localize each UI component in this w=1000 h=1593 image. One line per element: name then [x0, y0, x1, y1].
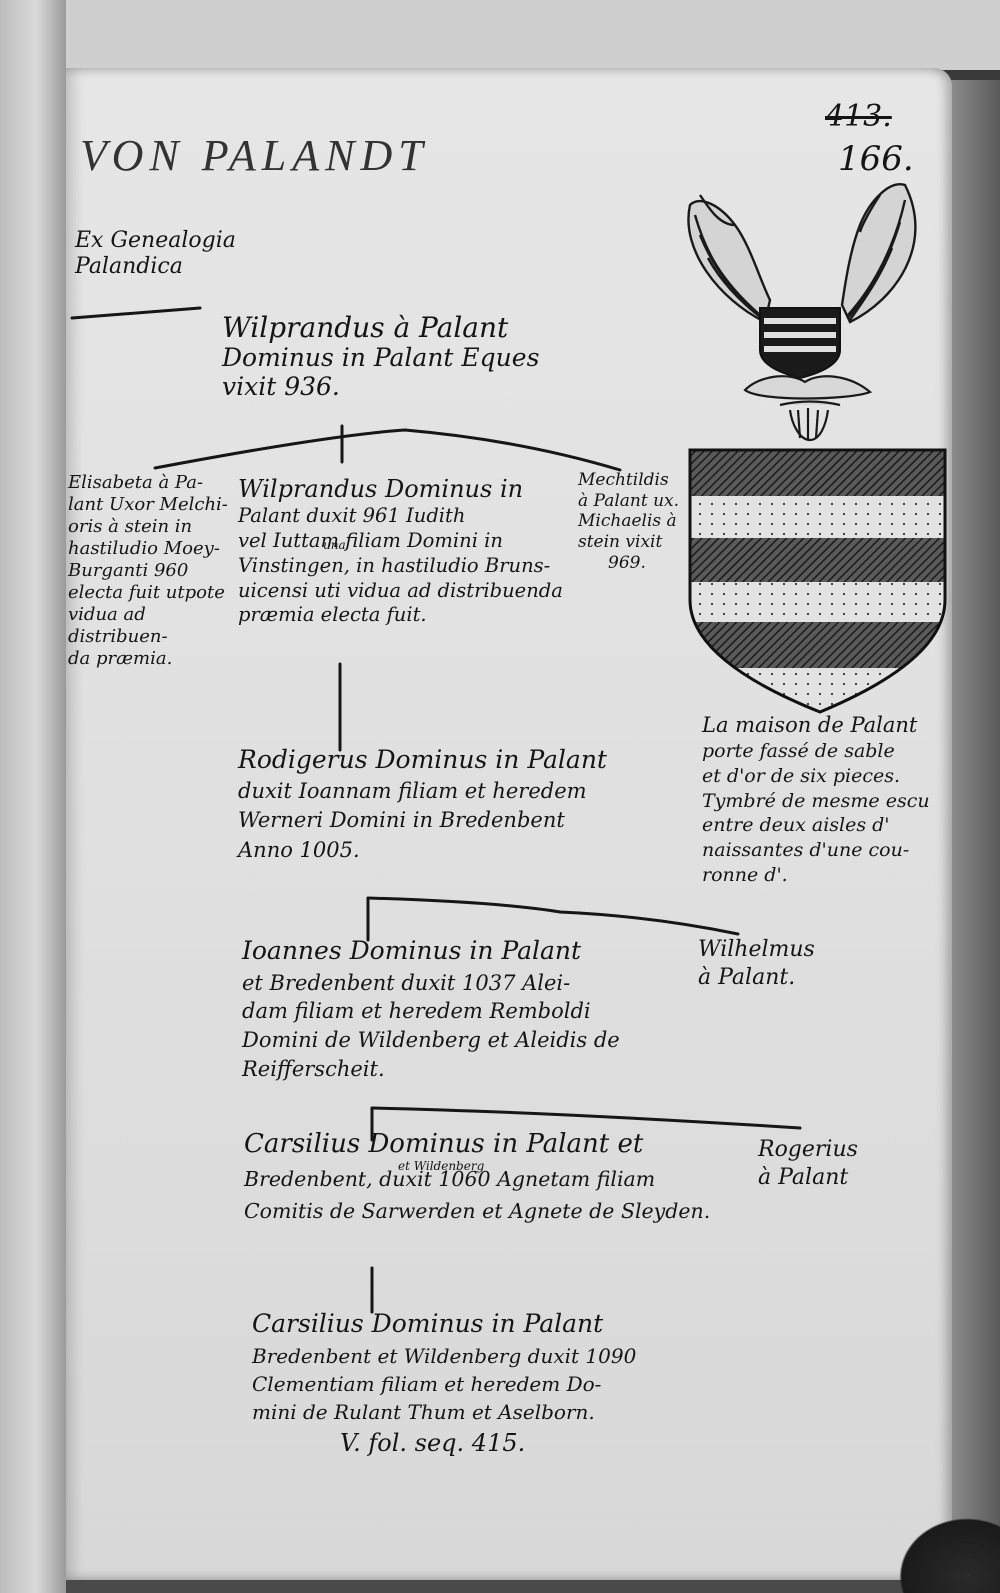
blazon-line: La maison de Palant — [702, 713, 918, 737]
entry-line: Rodigerus Dominus in Palant — [238, 745, 607, 774]
entry-line: duxit Ioannam filiam et heredem — [238, 779, 587, 803]
blazon-line: porte fassé de sable — [702, 740, 895, 763]
connector-gen1-bar — [153, 428, 622, 472]
entry-line: Carsilius Dominus in Palant et — [244, 1129, 644, 1159]
entry-carsilius-1090: Carsilius Dominus in Palant Bredenbent e… — [252, 1306, 692, 1427]
entry-line: Carsilius Dominus in Palant — [252, 1309, 604, 1338]
page-title: VON PALANDT — [80, 131, 429, 180]
blazon-line: entre deux aisles d' — [702, 814, 890, 837]
entry-insertion: et Wildenberg — [398, 1159, 485, 1173]
entry-line: à Palant — [758, 1164, 849, 1190]
entry-line: Bredenbent et Wildenberg duxit 1090 — [252, 1343, 637, 1368]
facing-page-edge — [0, 0, 66, 1593]
entry-wilprandus-961: Wilprandus Dominus in Palant duxit 961 I… — [238, 474, 578, 628]
entry-line: Dominus in Palant Eques — [222, 343, 540, 373]
connector-gen3-bar — [366, 896, 740, 936]
entry-line: Vinstingen, in hastiludio Bruns- — [238, 553, 551, 577]
entry-line: Wilprandus Dominus in — [238, 475, 524, 503]
thumb-shadow — [890, 1510, 1000, 1593]
entry-line: lant Uxor Melchi- — [68, 493, 228, 515]
entry-rodigerus: Rodigerus Dominus in Palant duxit Ioanna… — [238, 742, 658, 865]
entry-rogerius: Rogerius à Palant — [758, 1136, 858, 1191]
entry-line: Ioannes Dominus in Palant — [242, 936, 582, 965]
entry-line: Palant duxit 961 Iudith — [238, 504, 466, 528]
entry-mechtildis: Mechtildis à Palant ux. Michaelis à stei… — [578, 470, 683, 574]
entry-line: Werneri Domini in Bredenbent — [238, 808, 565, 833]
entry-line: 969. — [608, 552, 646, 573]
entry-line: à Palant ux. — [578, 490, 680, 511]
blazon-line: naissantes d'une cou- — [702, 839, 910, 862]
wings-crest — [687, 183, 917, 324]
source-line-2: Palandica — [75, 254, 183, 280]
entry-line: vixit 936. — [222, 371, 340, 401]
entry-line: electa fuit utpote — [68, 581, 225, 603]
entry-line: Elisabeta à Pa- — [68, 472, 204, 493]
crest-escutcheon — [759, 307, 841, 380]
entry-line: Burganti 960 — [68, 559, 189, 581]
book-edge — [950, 80, 1000, 1593]
entry-line: oris à stein in — [68, 515, 193, 537]
page-number: 166. — [838, 139, 914, 179]
shield-outline — [688, 448, 947, 714]
shield-field — [690, 450, 945, 712]
entry-line: præmia electa fuit. — [238, 603, 427, 627]
entry-ioannes: Ioannes Dominus in Palant et Bredenbent … — [242, 934, 672, 1084]
entry-line: Comitis de Sarwerden et Agnete de Sleyde… — [244, 1199, 711, 1224]
entry-line: Michaelis à — [578, 511, 677, 532]
entry-line: et Bredenbent duxit 1037 Alei- — [242, 970, 571, 995]
entry-line: Clementiam filiam et heredem Do- — [252, 1371, 602, 1396]
entry-line: Reifferscheit. — [242, 1057, 385, 1082]
blazon-line: ronne d'. — [702, 863, 788, 886]
entry-wilhelmus: Wilhelmus à Palant. — [698, 936, 815, 991]
blazon-line: Tymbré de mesme escu — [702, 789, 930, 812]
crown — [743, 375, 873, 442]
entry-insertion: una — [323, 538, 346, 552]
entry-wilprandus-936: Wilprandus à Palant Dominus in Palant Eq… — [222, 311, 540, 402]
continuation-note: V. fol. seq. 415. — [340, 1429, 526, 1457]
entry-line: Bredenbent, duxit 1060 Agnetam filiam — [244, 1167, 656, 1192]
source-underline — [70, 306, 202, 320]
entry-line: Wilprandus à Palant — [222, 311, 509, 344]
entry-line: vidua ad distribuen- — [68, 603, 168, 647]
old-page-number: 413. — [825, 99, 892, 134]
entry-line: uicensi uti vidua ad distribuenda — [238, 578, 563, 602]
source-line-1: Ex Genealogia — [75, 228, 236, 253]
entry-line: da præmia. — [68, 647, 173, 669]
connector-gen4-bar — [370, 1106, 802, 1130]
source-note: Ex Genealogia Palandica — [75, 228, 236, 281]
arms-blazon: La maison de Palant porte fassé de sable… — [702, 712, 952, 887]
entry-line: Anno 1005. — [238, 837, 360, 862]
entry-line: Wilhelmus — [698, 937, 815, 962]
entry-line: à Palant. — [698, 964, 796, 990]
entry-line: Mechtildis — [578, 470, 669, 490]
entry-line: Domini de Wildenberg et Aleidis de — [242, 1028, 620, 1053]
entry-line: Rogerius — [758, 1137, 858, 1162]
blazon-line: et d'or de six pieces. — [702, 764, 901, 787]
top-sheet-edge — [66, 0, 1000, 70]
entry-line: mini de Rulant Thum et Aselborn. — [252, 1400, 595, 1425]
entry-carsilius-1060: Carsilius Dominus in Palant et Bredenben… — [244, 1124, 754, 1228]
entry-line: hastiludio Moey- — [68, 537, 220, 559]
entry-elisabeta: Elisabeta à Pa- lant Uxor Melchi- oris à… — [68, 472, 228, 670]
entry-line: stein vixit — [578, 532, 663, 553]
entry-line: dam filiam et heredem Remboldi — [242, 999, 591, 1024]
entry-line: vel Iuttam filiam Domini in — [238, 529, 503, 553]
